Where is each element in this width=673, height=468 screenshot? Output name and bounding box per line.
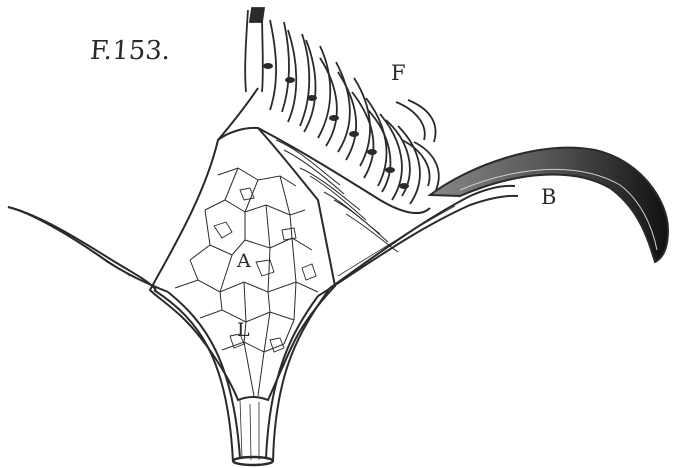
figure-number: F.153.	[89, 38, 171, 64]
label-f: F	[391, 63, 406, 84]
label-a: A	[237, 252, 251, 271]
fringe-organ	[218, 8, 439, 252]
label-b: B	[541, 187, 556, 208]
left-wing	[8, 207, 168, 292]
right-wing	[318, 186, 518, 296]
label-l: L	[237, 321, 250, 340]
